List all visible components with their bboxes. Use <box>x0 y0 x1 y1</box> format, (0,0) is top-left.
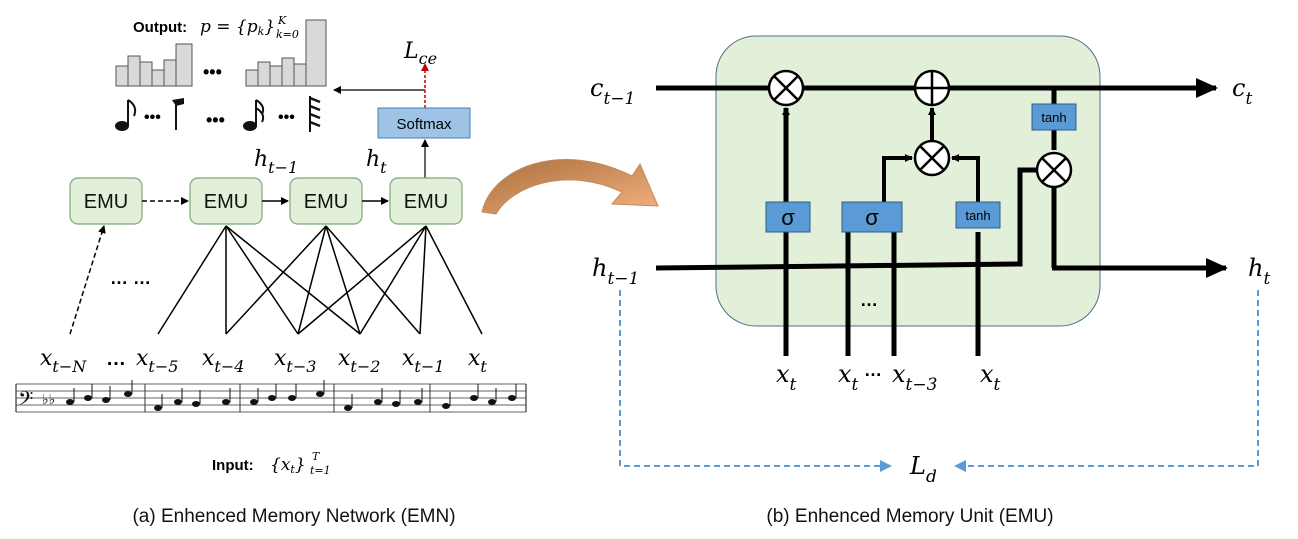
softmax-label: Softmax <box>396 116 452 133</box>
c-prev-label: ct−1 <box>590 74 635 109</box>
sigma-input-gate <box>841 201 903 233</box>
gate-inputs-dots: … <box>860 290 878 310</box>
loss-d-label: Ld <box>909 452 937 487</box>
input-formula: {xt} <box>270 455 306 476</box>
notes-ellipsis: ••• <box>144 109 161 126</box>
softmax-box <box>377 107 471 139</box>
histogram-bar <box>115 65 129 87</box>
input-x-t-2: xt−2 <box>338 346 380 376</box>
histogram-bar <box>245 69 259 87</box>
sigma-input-label: σ <box>865 205 879 230</box>
input-x-t-4: xt−4 <box>202 346 244 376</box>
histogram-bar <box>175 43 193 87</box>
input-dots: … <box>106 348 126 370</box>
c-next-label: ct <box>1232 74 1252 109</box>
tanh-candidate-label: tanh <box>965 208 990 223</box>
input-x-t-N: xt−N <box>40 346 87 376</box>
music-notes-staff: 𝄢 ♭♭ <box>18 380 517 415</box>
h-next-label-emu: ht <box>1248 254 1270 289</box>
input-x-t-1: xt−1 <box>402 346 444 376</box>
x-input-forget: xt <box>776 360 797 395</box>
output-formula-upper: K <box>277 14 287 27</box>
emu-label-3: EMU <box>304 191 348 213</box>
tanh-output-gate <box>1031 103 1077 131</box>
histogram-bar <box>151 69 165 87</box>
emu-box-4 <box>389 177 463 225</box>
input-x-t-5: xt−5 <box>136 346 178 376</box>
x-input-gate-1: xt <box>838 360 859 395</box>
output-label: Output: <box>133 19 187 36</box>
music-notes-row: ••• ••• ••• <box>115 96 321 132</box>
output-formula: p = {pk} <box>200 17 275 38</box>
emu-chain: EMU EMU EMU EMU <box>69 177 463 225</box>
x-input-candidate: xt <box>980 360 1001 395</box>
h-cur-label: ht <box>366 147 387 177</box>
histogram-bar <box>127 55 141 87</box>
caption-b: (b) Enhenced Memory Unit (EMU) <box>766 506 1053 527</box>
curved-transition-arrow <box>481 159 659 215</box>
histogram-bar <box>257 61 271 87</box>
histogram-ellipsis: ••• <box>203 62 222 82</box>
input-formula-upper: T <box>312 450 321 463</box>
histogram-bar <box>293 63 307 87</box>
loss-d-left-path <box>619 290 892 472</box>
middle-dots: … … <box>110 268 151 288</box>
hidden-input-line <box>655 167 1036 271</box>
flat-icon: ♭♭ <box>42 391 55 407</box>
notes-ellipsis-2: ••• <box>206 110 225 130</box>
x-input-gate-2: xt−3 <box>892 360 937 395</box>
emu-panel: ct−1 ct ht−1 ht tanh σ <box>590 35 1270 527</box>
x-input-dots: … <box>864 360 882 380</box>
histogram-bar <box>281 57 295 87</box>
input-label: Input: <box>212 457 254 474</box>
input-gate-to-mult <box>882 154 913 204</box>
emu-cell-box <box>715 35 1101 327</box>
caption-a: (a) Enhenced Memory Network (EMN) <box>132 506 455 527</box>
loss-ce-label: Lce <box>403 39 437 68</box>
emu-label-1: EMU <box>84 191 128 213</box>
sixteenth-note-icon <box>243 121 257 131</box>
music-staff <box>15 383 527 413</box>
eighth-note-icon <box>115 121 129 131</box>
histogram-bar <box>163 59 177 87</box>
tanh-candidate-gate <box>955 201 1001 229</box>
histogram-bar <box>269 65 283 87</box>
emu-label-4: EMU <box>404 191 448 213</box>
bass-clef-icon: 𝄢 <box>18 388 33 415</box>
output-histogram-1 <box>115 43 193 87</box>
loss-d-right-path <box>954 290 1259 472</box>
output-histogram-2 <box>245 19 327 87</box>
candidate-to-mult <box>951 154 980 204</box>
input-connections <box>69 225 483 335</box>
input-x-t: xt <box>468 346 487 376</box>
emu-label-2: EMU <box>204 191 248 213</box>
h-prev-label: ht−1 <box>254 147 298 177</box>
sigma-forget-gate <box>765 201 811 233</box>
h-prev-label-emu: ht−1 <box>592 254 639 289</box>
notes-ellipsis-3: ••• <box>278 109 295 126</box>
output-formula-lower: k=0 <box>276 28 299 41</box>
histogram-bar <box>305 19 327 87</box>
input-x-t-3: xt−3 <box>274 346 316 376</box>
tanh-output-label: tanh <box>1041 110 1066 125</box>
input-sequence-labels: xt−N … xt−5 xt−4 xt−3 xt−2 xt−1 xt <box>40 346 487 376</box>
histogram-bar <box>139 61 153 87</box>
emn-panel: Output: p = {pk} K k=0 ••• <box>15 14 527 527</box>
input-formula-lower: t=1 <box>310 464 331 477</box>
sigma-forget-label: σ <box>781 205 795 230</box>
